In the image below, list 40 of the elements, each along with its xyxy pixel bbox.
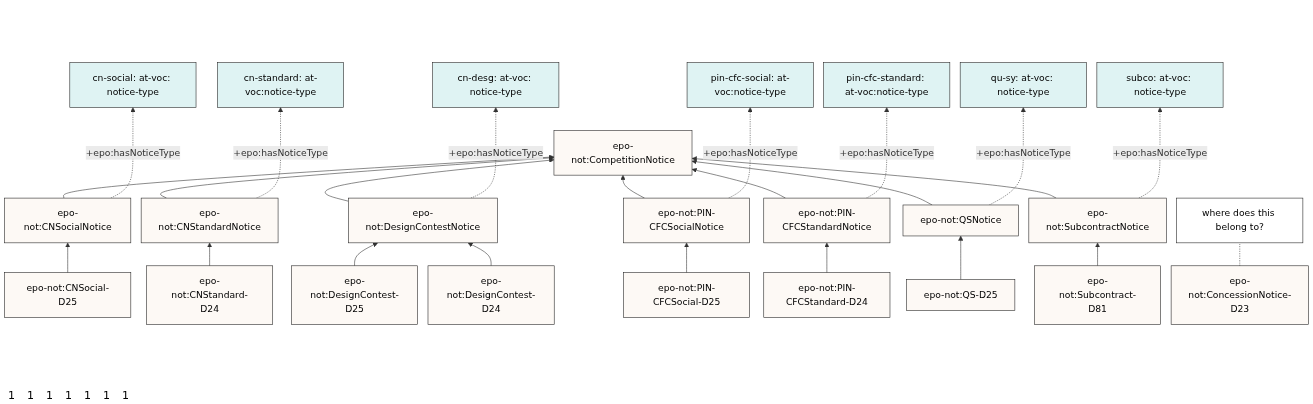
node-box: epo-not:CNStandard-D24 <box>146 265 273 325</box>
connector <box>1239 242 1241 267</box>
node-box: epo-not:CNSocialNotice <box>4 197 132 244</box>
node-box: epo-not:SubcontractNotice <box>1028 197 1167 244</box>
node-box: pin-cfc-social: at-voc:notice-type <box>686 62 814 108</box>
edge-label: +epo:hasNoticeType <box>85 147 181 158</box>
node-box: epo-not:CompetitionNotice <box>553 130 693 176</box>
node-box: pin-cfc-standard: at-voc:notice-type <box>823 62 951 108</box>
node-box: cn-desg: at-voc: notice-type <box>432 62 560 108</box>
edge-label: +epo:hasNoticeType <box>976 147 1071 158</box>
node-box: epo-not:PIN-CFCStandard-D24 <box>763 272 891 318</box>
multiplicity-label: 1 <box>122 389 129 402</box>
node-box: epo-not:DesignContestNotice <box>348 197 498 244</box>
node-box: epo-not:DesignContest-D24 <box>427 265 555 325</box>
node-box: epo-not:CNStandardNotice <box>140 197 279 244</box>
edge-label: +epo:hasNoticeType <box>839 147 934 158</box>
edge-label: +epo:hasNoticeType <box>702 147 798 158</box>
edge-label: +epo:hasNoticeType <box>1112 147 1208 158</box>
node-box: epo-not:DesignContest-D25 <box>291 265 418 325</box>
node-box: qu-sy: at-voc: notice-type <box>959 62 1087 108</box>
node-box: cn-standard: at-voc:notice-type <box>217 62 344 108</box>
node-box: epo-not:ConcessionNotice-D23 <box>1170 265 1309 325</box>
node-box: subco: at-voc: notice-type <box>1096 62 1224 108</box>
multiplicity-label: 1 <box>46 389 53 402</box>
node-box: cn-social: at-voc: notice-type <box>69 62 197 108</box>
node-box: epo-not:PIN-CFCStandardNotice <box>763 197 891 244</box>
multiplicity-label: 1 <box>103 389 110 402</box>
multiplicity-label: 1 <box>84 389 91 402</box>
node-box: epo-not:CNSocial-D25 <box>4 272 132 318</box>
node-box: epo-not:QSNotice <box>902 204 1019 237</box>
edge-label: +epo:hasNoticeType <box>448 147 544 158</box>
node-box: epo-not:Subcontract-D81 <box>1034 265 1161 325</box>
node-box: epo-not:QS-D25 <box>906 279 1016 311</box>
multiplicity-label: 1 <box>65 389 72 402</box>
node-box: epo-not:PIN-CFCSocial-D25 <box>623 272 750 318</box>
multiplicity-label: 1 <box>27 389 34 402</box>
multiplicity-label: 1 <box>8 389 15 402</box>
edge-label: +epo:hasNoticeType <box>233 147 328 158</box>
node-box: epo-not:PIN-CFCSocialNotice <box>623 197 750 244</box>
node-box: where does this belong to? <box>1176 197 1304 244</box>
